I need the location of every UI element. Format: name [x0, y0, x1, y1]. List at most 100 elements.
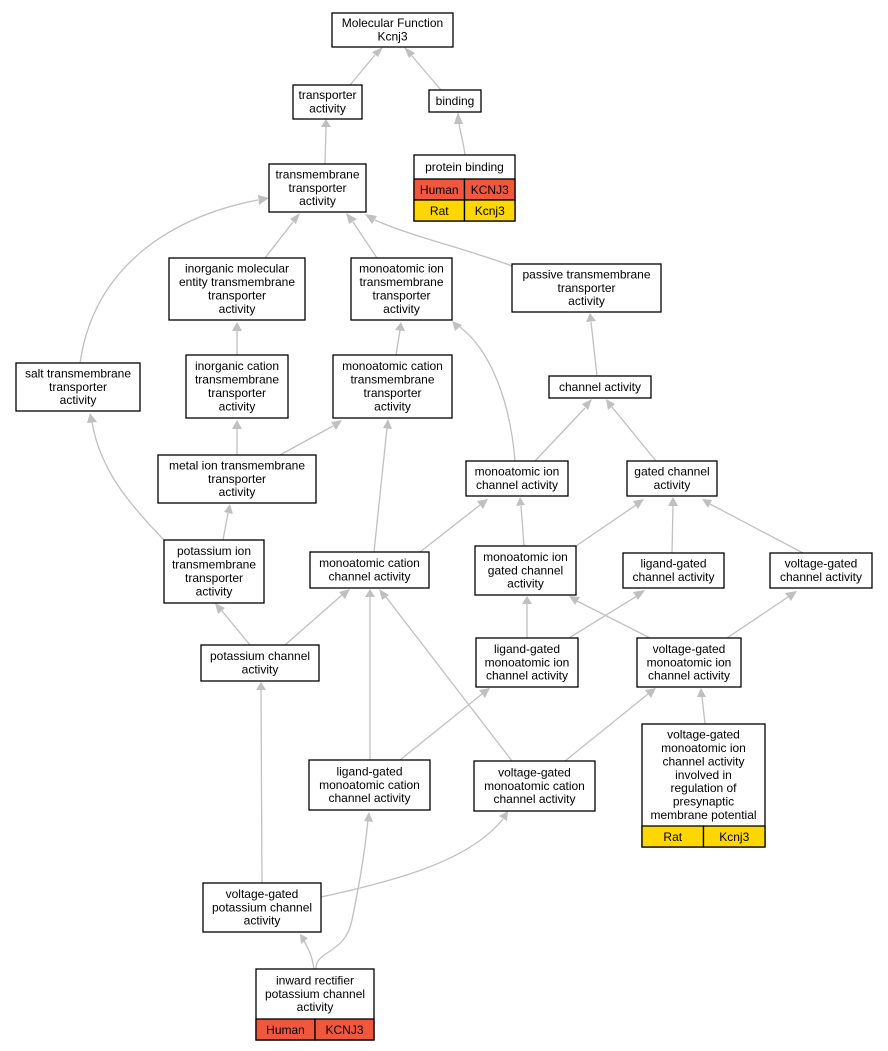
- node-label-line: activity: [219, 302, 256, 316]
- node-label-line: monoatomic ion: [661, 741, 746, 755]
- edge-line: [315, 819, 369, 970]
- edge-line: [264, 221, 294, 259]
- arrowhead: [633, 499, 644, 509]
- node-box: [475, 637, 579, 688]
- arrowhead: [256, 682, 266, 690]
- node-label-line: membrane potential: [650, 808, 756, 822]
- node-label-line: activity: [196, 584, 233, 598]
- node-box: [268, 163, 367, 213]
- go-term-node-mono_cation_tm[interactable]: monoatomic cationtransmembranetransporte…: [332, 354, 453, 419]
- species-label: Human: [266, 1023, 305, 1037]
- arrowhead: [383, 419, 392, 429]
- node-label-line: gated channel: [634, 465, 709, 479]
- edge-voltage_mono_cation-to-voltage_mono_ion: [564, 688, 656, 762]
- node-label-line: transmembrane: [275, 167, 359, 181]
- node-label-line: ligand-gated: [494, 642, 560, 656]
- node-label-line: monoatomic cation: [319, 556, 420, 570]
- go-term-node-channel[interactable]: channel activity: [548, 375, 652, 399]
- arrowhead: [300, 934, 308, 944]
- arrowhead: [668, 497, 678, 506]
- node-label-line: potassium ion: [177, 544, 251, 558]
- go-term-node-inorg_cation[interactable]: inorganic cationtransmembranetransporter…: [185, 354, 289, 419]
- arrowhead: [697, 688, 706, 697]
- node-label-line: activity: [374, 399, 411, 413]
- edge-line: [590, 321, 598, 377]
- go-term-node-potassium_tm[interactable]: potassium iontransmembranetransporteract…: [163, 539, 265, 604]
- node-label-line: channel activity: [648, 669, 730, 683]
- node-label-line: channel activity: [559, 380, 641, 394]
- node-label-line: transporter: [557, 281, 615, 295]
- edge-mono_cation_tm-to-mono_ion_tm: [395, 322, 405, 356]
- node-label-line: voltage-gated: [667, 728, 740, 742]
- node-box: [292, 84, 363, 120]
- node-label-line: potassium channel: [265, 987, 365, 1001]
- node-label-line: regulation of: [670, 781, 737, 795]
- node-label-line: transporter: [298, 88, 356, 102]
- edge-line: [411, 55, 442, 91]
- node-label-line: channel activity: [662, 754, 744, 768]
- arrowhead: [346, 213, 357, 224]
- node-label-line: channel activity: [476, 478, 558, 492]
- node-box: [622, 552, 725, 589]
- gene-cell: [314, 1018, 375, 1041]
- arrowhead: [224, 504, 233, 514]
- species-label: Rat: [430, 204, 449, 218]
- arrowhead: [479, 688, 490, 698]
- node-box: [185, 354, 289, 419]
- go-term-node-metal_ion[interactable]: metal ion transmembranetransporteractivi…: [157, 454, 317, 504]
- edge-inward_rect-to-ligand_mono_cation: [315, 812, 373, 970]
- node-label-line: transmembrane: [350, 373, 434, 387]
- arrowhead: [785, 591, 797, 601]
- node-label-line: inorganic cation: [195, 359, 279, 373]
- node-box: [350, 257, 453, 321]
- node-label-line: transmembrane: [172, 558, 256, 572]
- edge-line: [320, 818, 504, 898]
- edge-line: [352, 221, 378, 259]
- arrowhead: [702, 499, 712, 508]
- arrowhead: [522, 596, 532, 604]
- edge-mono_ion_gated-to-mono_ion_channel: [516, 497, 525, 547]
- node-box: [626, 460, 718, 497]
- go-term-node-binding[interactable]: binding: [428, 89, 482, 113]
- node-label-line: transporter: [208, 289, 266, 303]
- node-label-line: activity: [568, 294, 605, 308]
- node-box: [511, 263, 662, 313]
- edge-gated_channel-to-channel: [606, 399, 657, 462]
- node-label-line: activity: [507, 577, 544, 591]
- node-label-line: potassium channel: [212, 900, 312, 914]
- node-label-line: activity: [60, 393, 97, 407]
- go-term-node-mono_ion_tm[interactable]: monoatomic iontransmembranetransporterac…: [350, 257, 453, 321]
- node-label-line: transporter: [185, 571, 243, 585]
- arrowhead: [290, 213, 300, 224]
- arrowhead: [87, 413, 97, 423]
- node-label-line: involved in: [675, 768, 732, 782]
- edge-line: [726, 596, 789, 639]
- node-label-line: transporter: [208, 386, 266, 400]
- edge-ligand_mono_ion-to-mono_ion_gated: [522, 596, 532, 638]
- edge-mono_ion_gated-to-gated_channel: [575, 499, 644, 547]
- edge-line: [222, 512, 229, 541]
- node-label-line: monoatomic cation: [319, 778, 420, 792]
- node-label-line: transporter: [49, 380, 107, 394]
